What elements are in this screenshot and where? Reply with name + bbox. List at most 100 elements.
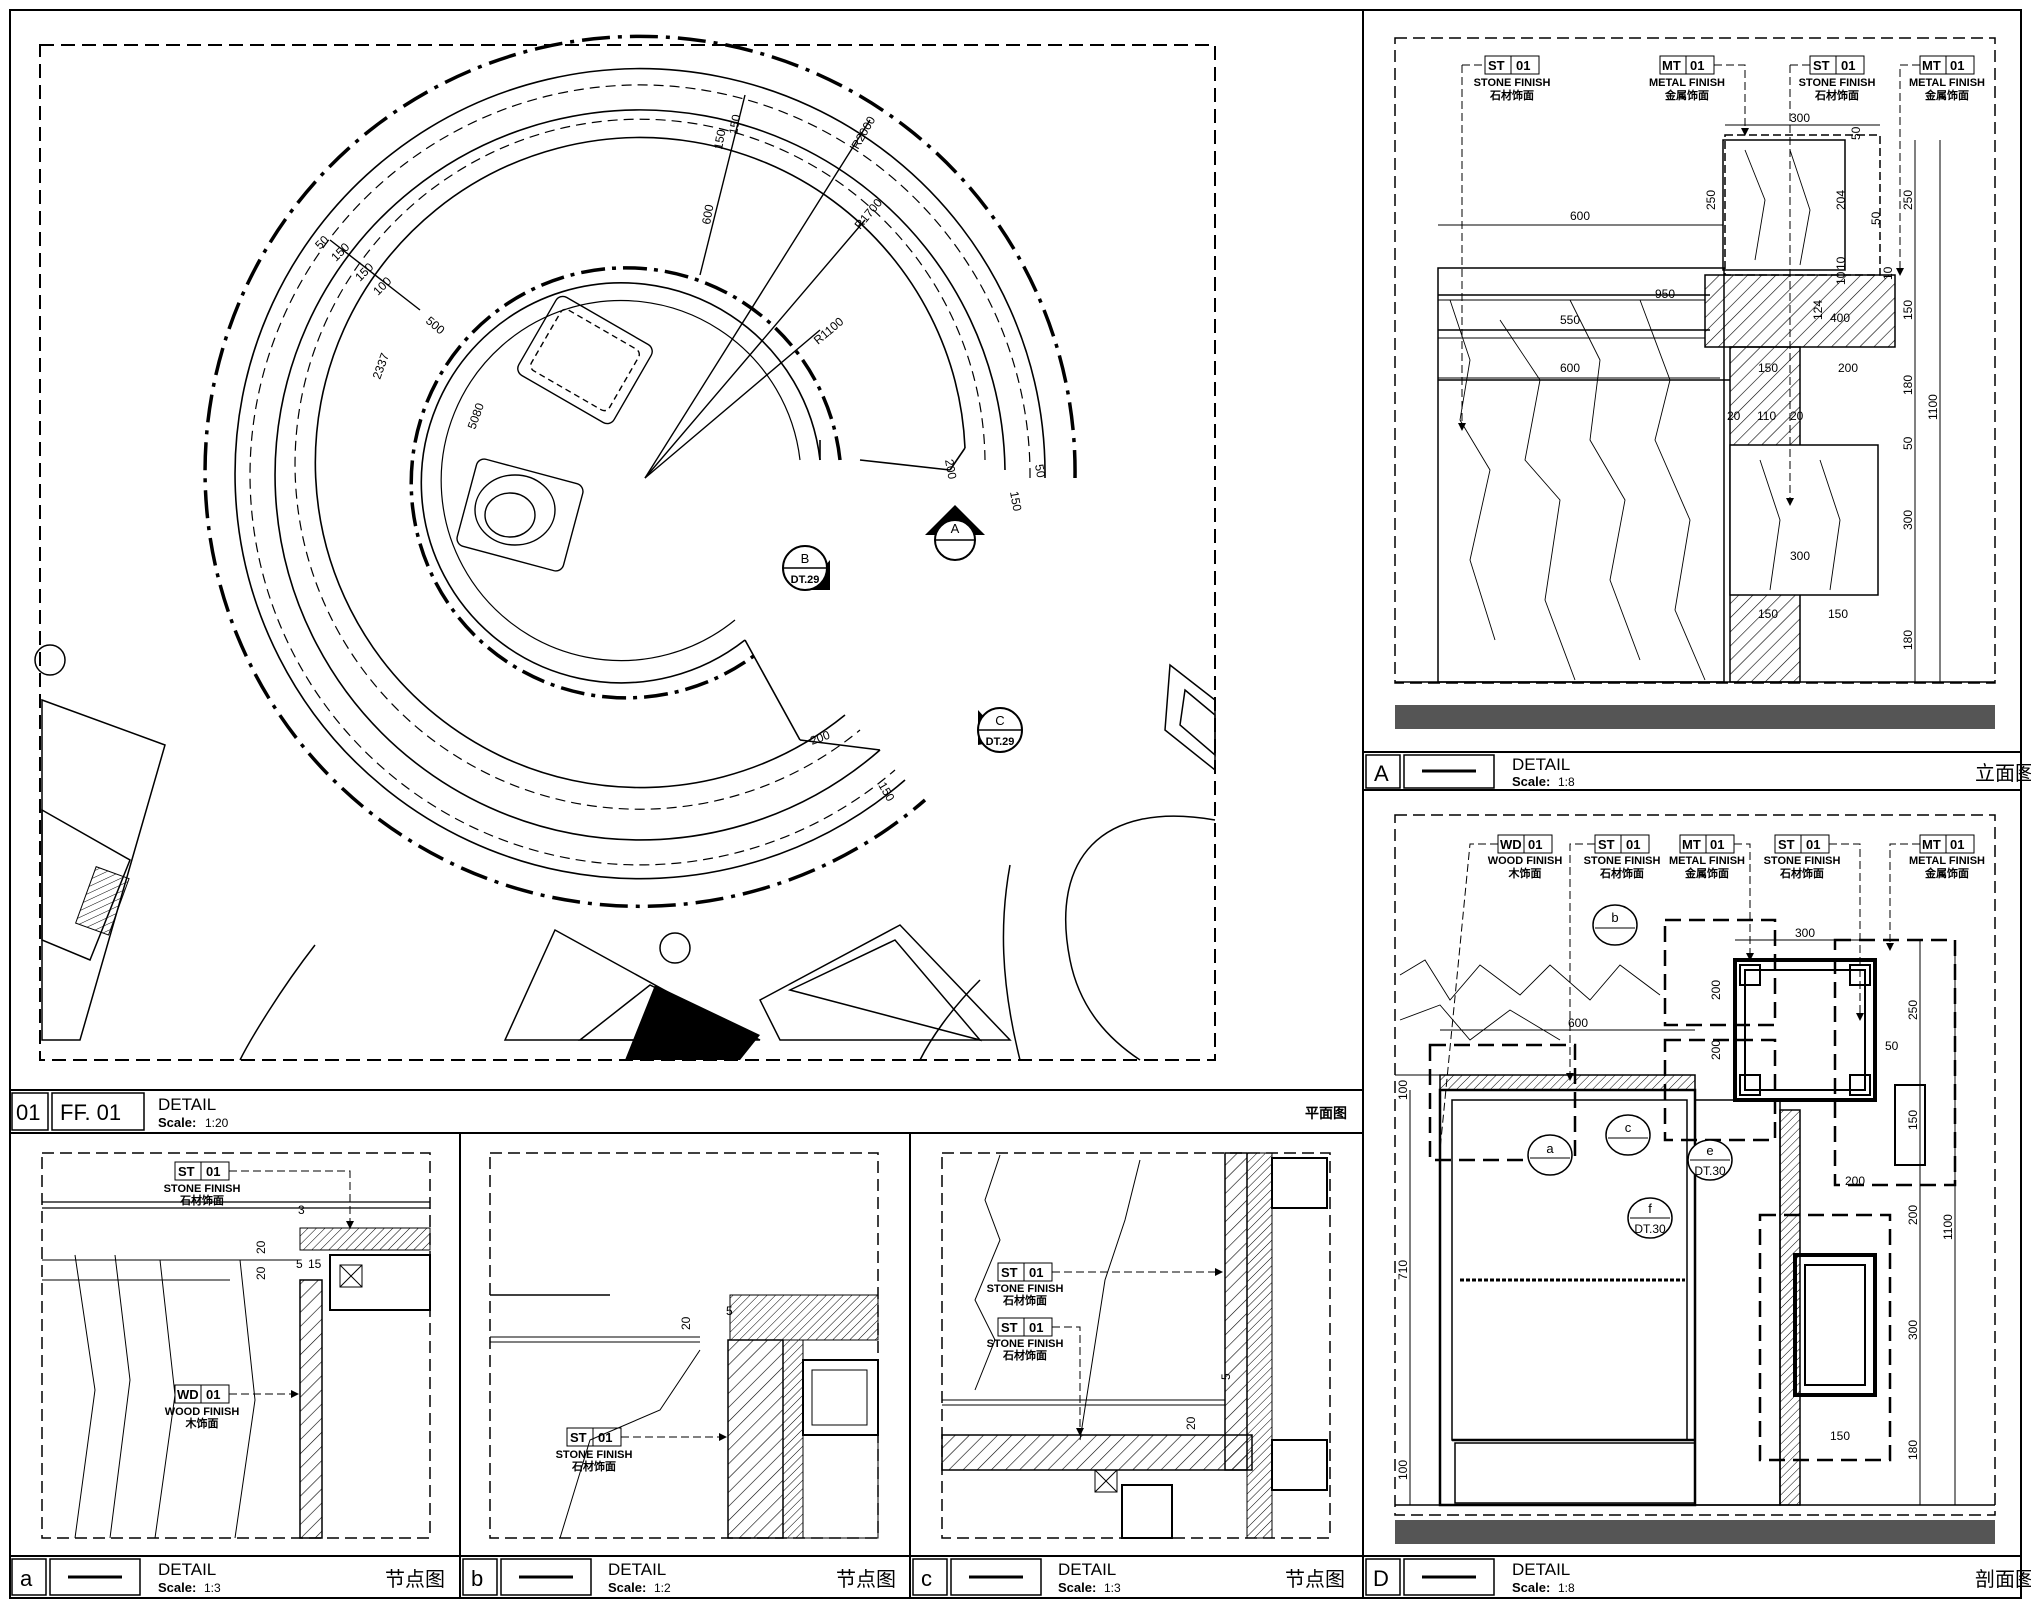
tag-num: 01 [1841, 58, 1855, 73]
material-tag-st-a1: ST 01 STONE FINISH 石材饰面 [1462, 55, 1551, 430]
tag-cn: 金属饰面 [1684, 866, 1729, 880]
view-01-title: DETAIL [158, 1095, 216, 1114]
tag-en: STONE FINISH [1764, 855, 1841, 867]
material-tag-st-db: ST 01 STONE FINISH 石材饰面 [556, 1427, 727, 1473]
section-d-dim: 200 [1906, 1205, 1920, 1225]
view-d-title-block: D DETAIL Scale: 1:8 剖面图 [1365, 1558, 2031, 1596]
context-shelf [75, 866, 130, 936]
elevation-a-dimension-lines [1438, 124, 1941, 682]
detail-b-type: 节点图 [836, 1568, 896, 1591]
tag-code: ST [1488, 58, 1505, 73]
tag-en: STONE FINISH [1474, 77, 1551, 89]
detail-callout-a: a [1527, 1134, 1573, 1176]
elev-a-dim: 50 [1849, 126, 1863, 140]
tag-code: MT [1682, 837, 1701, 852]
material-tag-st-a2: ST 01 STONE FINISH 石材饰面 [1790, 55, 1876, 505]
marker-c-ref: DT.29 [986, 736, 1015, 748]
section-d-dim: 100 [1396, 1460, 1410, 1480]
tag-num: 01 [1806, 837, 1820, 852]
elev-a-dim: 150 [1901, 300, 1915, 320]
tag-cn: 木饰面 [1508, 866, 1542, 880]
detail-b-view: 20 5 ST 01 STONE FINISH 石材饰面 [489, 1152, 879, 1539]
tag-en: METAL FINISH [1649, 77, 1725, 89]
tag-num: 01 [1950, 837, 1964, 852]
tag-en: STONE FINISH [987, 1338, 1064, 1350]
tag-code: ST [1001, 1265, 1018, 1280]
elevation-a-view: 300 250 204 600 950 550 400 600 150 200 … [1394, 37, 1996, 729]
elev-a-dim: 10 [1834, 271, 1848, 285]
elev-a-dim: 50 [1869, 211, 1883, 225]
detail-a-number: a [20, 1566, 33, 1591]
tag-cn: 金属饰面 [1664, 88, 1709, 102]
section-d-dim: 300 [1795, 926, 1815, 940]
detail-b-dim: 20 [679, 1316, 693, 1330]
elev-a-dim: 50 [1901, 436, 1915, 450]
section-d-dimensions: 300 600 100 710 100 250 50 150 200 200 3… [1396, 926, 1955, 1480]
detail-a-view: 3 20 20 5 15 ST 01 STONE FINISH 石材饰面 WD … [41, 1152, 431, 1539]
floor-slab [1395, 705, 1995, 729]
elev-a-dim: 10 [1834, 256, 1848, 270]
section-d-dim: 710 [1396, 1260, 1410, 1280]
tag-code: WD [1500, 837, 1522, 852]
elev-a-dim: 20 [1790, 409, 1804, 423]
plan-dim: 150 [726, 113, 743, 135]
elev-a-dim: 150 [1758, 607, 1778, 621]
tag-code: ST [178, 1164, 195, 1179]
sheet-frame [9, 9, 2022, 1599]
detail-c-type: 节点图 [1285, 1568, 1345, 1591]
section-marker-c: C DT.29 [977, 707, 1023, 753]
section-d-dim: 200 [1845, 1174, 1865, 1188]
callout-b-letter: b [1611, 910, 1618, 925]
tag-num: 01 [598, 1430, 612, 1445]
view-01-number: 01 [16, 1100, 40, 1125]
detail-b-title: DETAIL [608, 1560, 666, 1579]
callout-e-ref: DT.30 [1694, 1164, 1726, 1178]
plan-dim: 150 [711, 128, 728, 150]
elev-a-dim: 250 [1901, 190, 1915, 210]
marker-a-letter: A [951, 521, 960, 536]
tag-num: 01 [1710, 837, 1724, 852]
tag-en: METAL FINISH [1909, 77, 1985, 89]
elev-a-dim: 300 [1790, 549, 1810, 563]
tag-num: 01 [206, 1164, 220, 1179]
elev-a-dim: 1100 [1926, 394, 1940, 420]
section-d-dim: 180 [1906, 1440, 1920, 1460]
context-symbol [34, 644, 66, 676]
detail-a-dim: 15 [308, 1257, 322, 1271]
elev-a-dim: 150 [1758, 361, 1778, 375]
detail-c-view: 20 5 ST 01 STONE FINISH 石材饰面 ST 01 STONE… [941, 1152, 1331, 1539]
section-marker-a: A [925, 505, 985, 561]
detail-a-type: 节点图 [385, 1568, 445, 1591]
view-01-code: FF. 01 [60, 1100, 121, 1125]
view-a-title-block: A DETAIL Scale: 1:8 立面图 [1365, 754, 2031, 789]
detail-c-stone-vein [974, 1154, 1001, 1391]
elev-a-dim: 550 [1560, 313, 1580, 327]
tag-en: STONE FINISH [1799, 77, 1876, 89]
material-tag-st-d2: ST 01 STONE FINISH 石材饰面 [1764, 834, 1864, 1021]
plan-dim: 200 [808, 728, 832, 748]
tag-code: ST [1813, 58, 1830, 73]
detail-c-scale-label: Scale: [1058, 1580, 1096, 1595]
plan-dim: 600 [699, 203, 716, 225]
counter-arcs [203, 34, 1077, 909]
tag-num: 01 [1950, 58, 1964, 73]
tag-num: 01 [1029, 1265, 1043, 1280]
detail-c-scale: 1:3 [1104, 1581, 1121, 1595]
callout-c-letter: c [1625, 1120, 1632, 1135]
elev-a-dim: 150 [1828, 607, 1848, 621]
view-01-scale: 1:20 [205, 1116, 229, 1130]
tag-en: WOOD FINISH [165, 1406, 240, 1418]
section-d-view: 300 600 100 710 100 250 50 150 200 200 3… [1394, 814, 1996, 1544]
material-tag-st-dc2: ST 01 STONE FINISH 石材饰面 [987, 1317, 1084, 1436]
tag-cn: 金属饰面 [1924, 866, 1969, 880]
detail-a-scale: 1:3 [204, 1581, 221, 1595]
tag-code: MT [1922, 837, 1941, 852]
chair-1 [517, 295, 653, 425]
tag-code: ST [570, 1430, 587, 1445]
material-tag-mt-a2: MT 01 METAL FINISH 金属饰面 [1896, 55, 1985, 276]
section-dimension-lines [1409, 939, 1956, 1505]
detail-c-dim: 20 [1184, 1416, 1198, 1430]
tag-en: STONE FINISH [556, 1449, 633, 1461]
tag-cn: 石材饰面 [571, 1459, 616, 1473]
